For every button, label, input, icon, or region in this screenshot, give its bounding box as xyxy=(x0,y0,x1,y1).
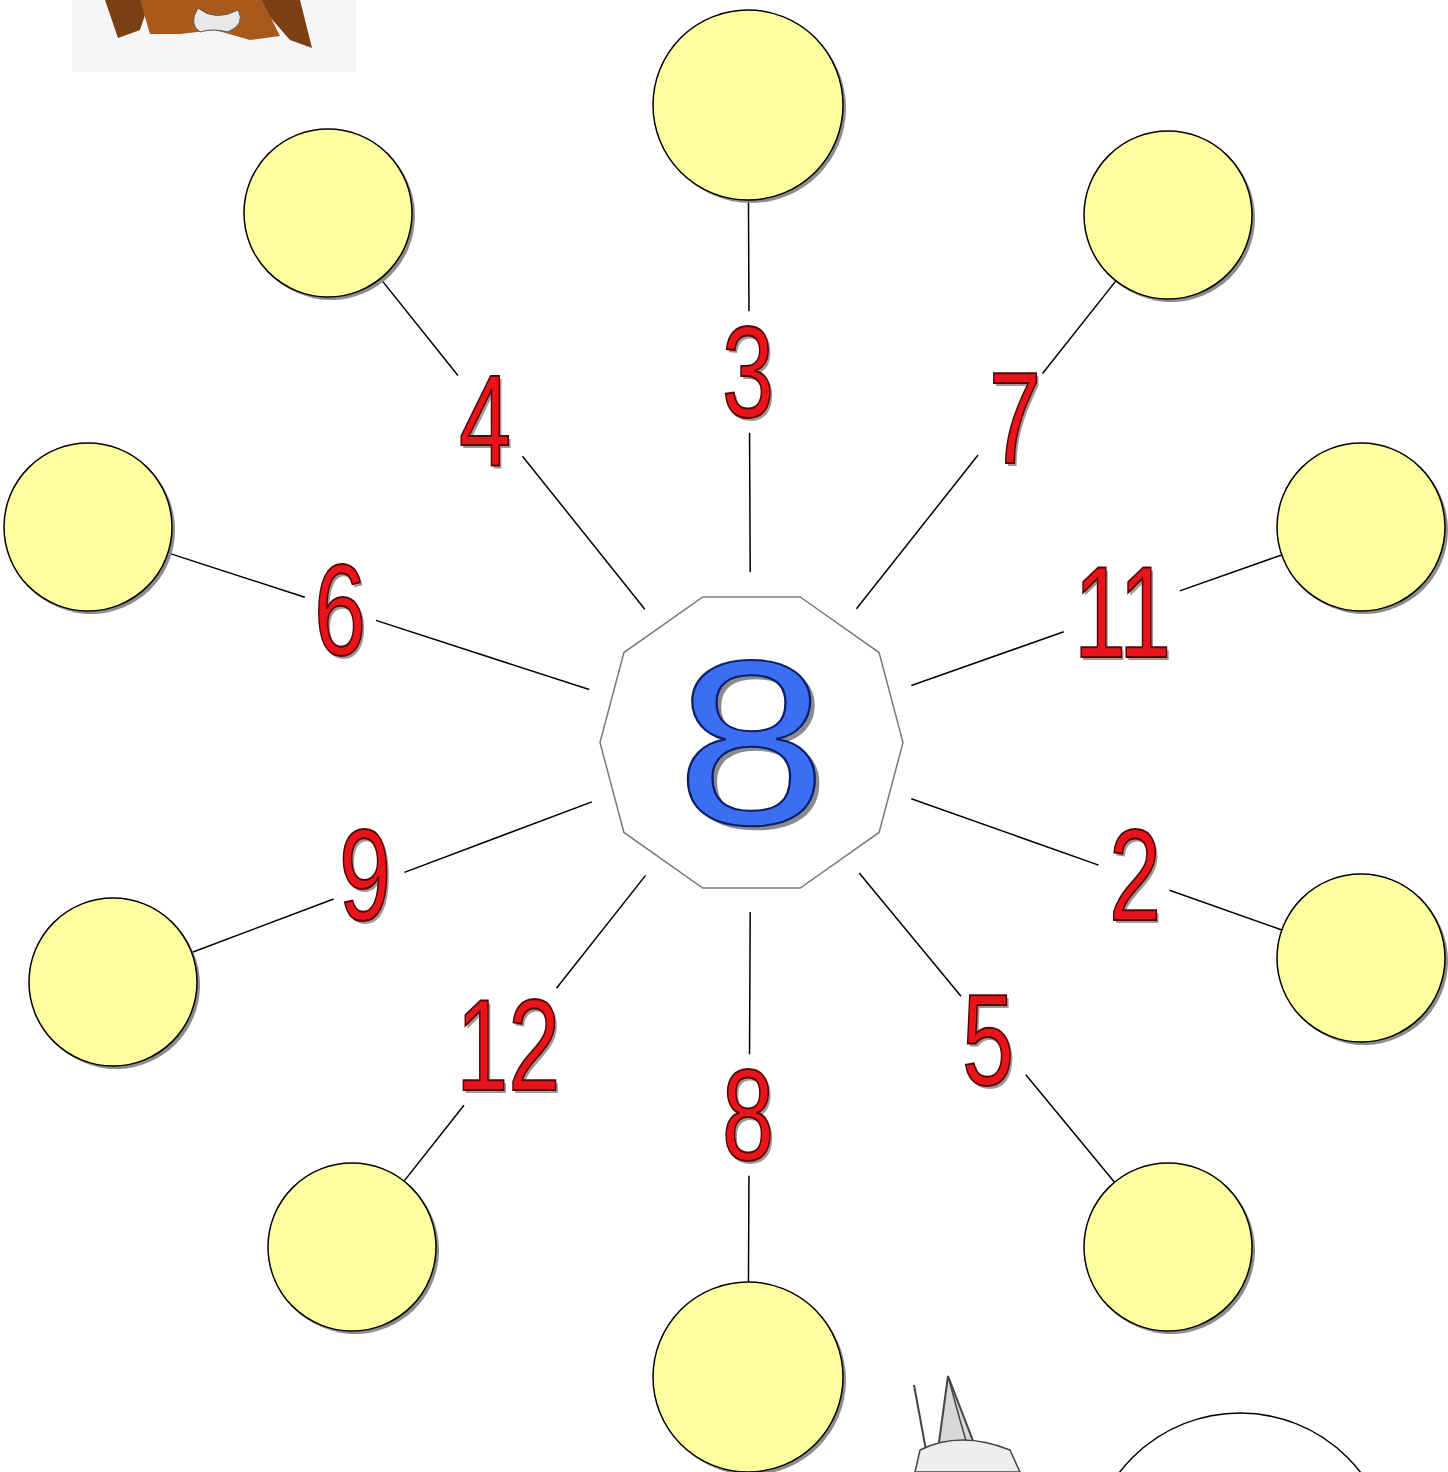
answer-circle xyxy=(1084,131,1252,299)
spoke-line xyxy=(911,632,1063,686)
multiplier-number: 12 xyxy=(456,980,560,1110)
spoke-line xyxy=(911,799,1098,865)
decagon xyxy=(600,597,903,888)
answer-circles xyxy=(4,10,1448,1472)
answer-circle xyxy=(268,1163,436,1331)
answer-circle xyxy=(653,1282,843,1472)
multiplier-number: 11 xyxy=(1073,547,1170,677)
spoke-line xyxy=(404,802,591,873)
multiplier-number: 7 xyxy=(989,353,1041,483)
multiplier-number: 8 xyxy=(722,1050,774,1180)
center-number-box: 8 xyxy=(598,595,905,890)
cut-circle xyxy=(1088,1413,1392,1472)
spoke-line xyxy=(856,455,978,609)
answer-circle xyxy=(1277,443,1445,611)
answer-circle xyxy=(244,129,412,297)
multiplier-number: 5 xyxy=(962,975,1014,1105)
multiplier-number: 4 xyxy=(459,355,511,485)
multiplier-number: 9 xyxy=(339,810,391,940)
center-number: 8 xyxy=(676,625,826,860)
spoke-line xyxy=(404,1105,464,1181)
spoke-line xyxy=(1180,555,1282,591)
spoke-line xyxy=(1026,1075,1115,1182)
multiplier-number: 3 xyxy=(722,307,774,437)
spoke-line xyxy=(522,456,644,609)
answer-circle xyxy=(1084,1163,1252,1331)
spoke-line xyxy=(1170,890,1282,930)
answer-circle xyxy=(29,898,197,1066)
spoke-line xyxy=(859,873,961,996)
answer-circle xyxy=(4,443,172,611)
wizard-figure xyxy=(914,1376,1020,1472)
spoke-line xyxy=(749,912,751,1054)
spoke-line xyxy=(192,899,334,952)
spoke-line xyxy=(748,200,750,311)
spoke-line xyxy=(380,279,457,376)
spoke-line xyxy=(168,553,305,597)
teacher-figure xyxy=(72,0,356,72)
spoke-line xyxy=(748,1176,750,1282)
spokes xyxy=(168,200,1282,1282)
answer-circle xyxy=(653,10,843,200)
spoke-line xyxy=(1043,281,1116,374)
spoke-line xyxy=(376,620,589,689)
spoke-line xyxy=(749,433,751,572)
answer-circle xyxy=(1277,874,1445,1042)
multiplier-number: 6 xyxy=(314,545,366,675)
spoke-line xyxy=(556,875,645,988)
multiplier-number: 2 xyxy=(1109,810,1161,940)
